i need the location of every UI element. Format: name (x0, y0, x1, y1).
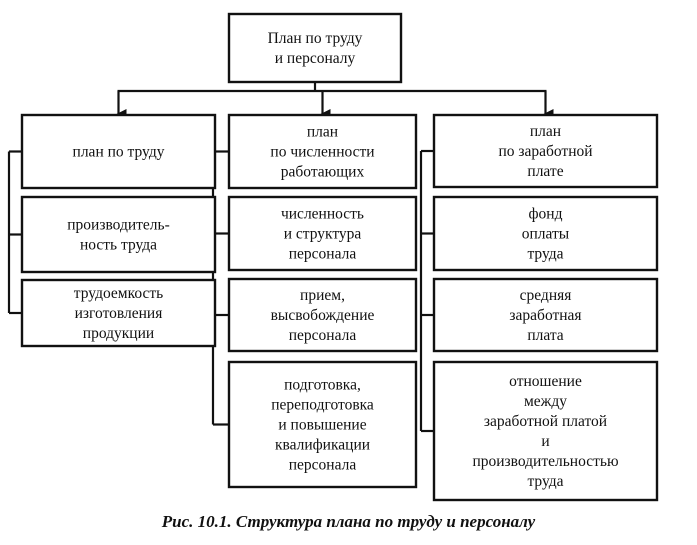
column-2-item-1-line: персонала (289, 246, 357, 263)
column-3-item-2-frame (432, 277, 659, 353)
column-1-header: план по труду (20, 113, 217, 190)
column-3-header-line: план (530, 123, 561, 140)
column-3-item-3-frame (432, 360, 659, 502)
column-3-header-line: плате (527, 163, 563, 180)
root-box: План по труду и персоналу (227, 12, 403, 84)
column-2-item-2-frame (227, 277, 418, 353)
column-3-header-line: по заработной (498, 143, 592, 160)
root-box-frame (227, 12, 403, 84)
column-3-item-1-frame (432, 195, 659, 272)
column-2-item-3-line: переподготовка (271, 397, 374, 414)
column-1-item-1: производитель-ность труда (20, 195, 217, 274)
column-1-header-line: план по труду (73, 144, 165, 161)
column-1-item-2-line: продукции (83, 325, 154, 342)
column-2-item-2: прием, высвобождение персонала (227, 277, 418, 353)
column-3-item-2: средняя заработная плата (432, 277, 659, 353)
column-3-item-1: фонд оплаты труда (432, 195, 659, 272)
column-3-item-3-line: между (524, 393, 567, 410)
figure-caption: Рис. 10.1. Структура плана по труду и пе… (161, 512, 536, 531)
column-2-item-1-line: численность (281, 206, 364, 223)
column-3-item-3-line: отношение (509, 373, 582, 390)
column-2-item-1-frame (227, 195, 418, 272)
column-1-item-2-frame (20, 278, 217, 348)
column-2-header-line: по численности (270, 144, 374, 161)
column-2-header-frame (227, 113, 418, 190)
column-3-item-2-line: плата (527, 327, 563, 344)
column-2-item-2-line: высвобождение (271, 307, 375, 324)
column-3-item-3-line: труда (527, 473, 563, 490)
column-1-item-2-line: изготовления (75, 305, 163, 322)
column-3-header-frame (432, 113, 659, 189)
column-1-item-1-line: производитель- (67, 217, 170, 234)
column-1-item-2-line: трудоемкость (74, 285, 163, 302)
diagram-boxes: План по труду и персоналу план по труду про… (20, 12, 659, 502)
column-3-item-3-line: и (541, 433, 549, 450)
column-1-item-1-line: ность труда (80, 237, 157, 254)
column-3-item-2-line: заработная (509, 307, 581, 324)
column-2-header: план по численности работающих (227, 113, 418, 190)
column-2-item-1: численность и структура персонала (227, 195, 418, 272)
column-2-item-3-line: персонала (289, 457, 357, 474)
column-2-item-3-line: подготовка, (284, 377, 361, 394)
column-1-item-2: трудоемкость изготовления продукции (20, 278, 217, 348)
column-3-item-2-line: средняя (520, 287, 572, 304)
column-2-header-line: работающих (281, 164, 365, 181)
column-3-item-1-line: оплаты (522, 226, 570, 243)
column-3-header: план по заработной плате (432, 113, 659, 189)
column-1-item-1-frame (20, 195, 217, 274)
column-3-item-3-line: заработной платой (484, 413, 607, 430)
column-2-item-3-line: и повышение (278, 417, 366, 434)
root-box-line: и персоналу (275, 50, 356, 67)
column-2-item-2-line: персонала (289, 327, 357, 344)
column-2-item-3: подготовка, переподготовка и повышение квал… (227, 360, 418, 489)
column-2-item-3-frame (227, 360, 418, 489)
column-2-header-line: план (307, 124, 338, 141)
column-2-item-1-line: и структура (284, 226, 362, 243)
column-3-item-3-line: производительностью (472, 453, 618, 470)
column-2-item-3-line: квалификации (275, 437, 370, 454)
column-3-item-1-line: труда (527, 246, 563, 263)
root-box-line: План по труду (268, 30, 363, 47)
column-3-item-1-line: фонд (529, 206, 563, 223)
column-2-item-2-line: прием, (300, 287, 345, 304)
column-3-item-3: отношение между заработной платой и производ… (432, 360, 659, 502)
column-1-header-frame (20, 113, 217, 190)
